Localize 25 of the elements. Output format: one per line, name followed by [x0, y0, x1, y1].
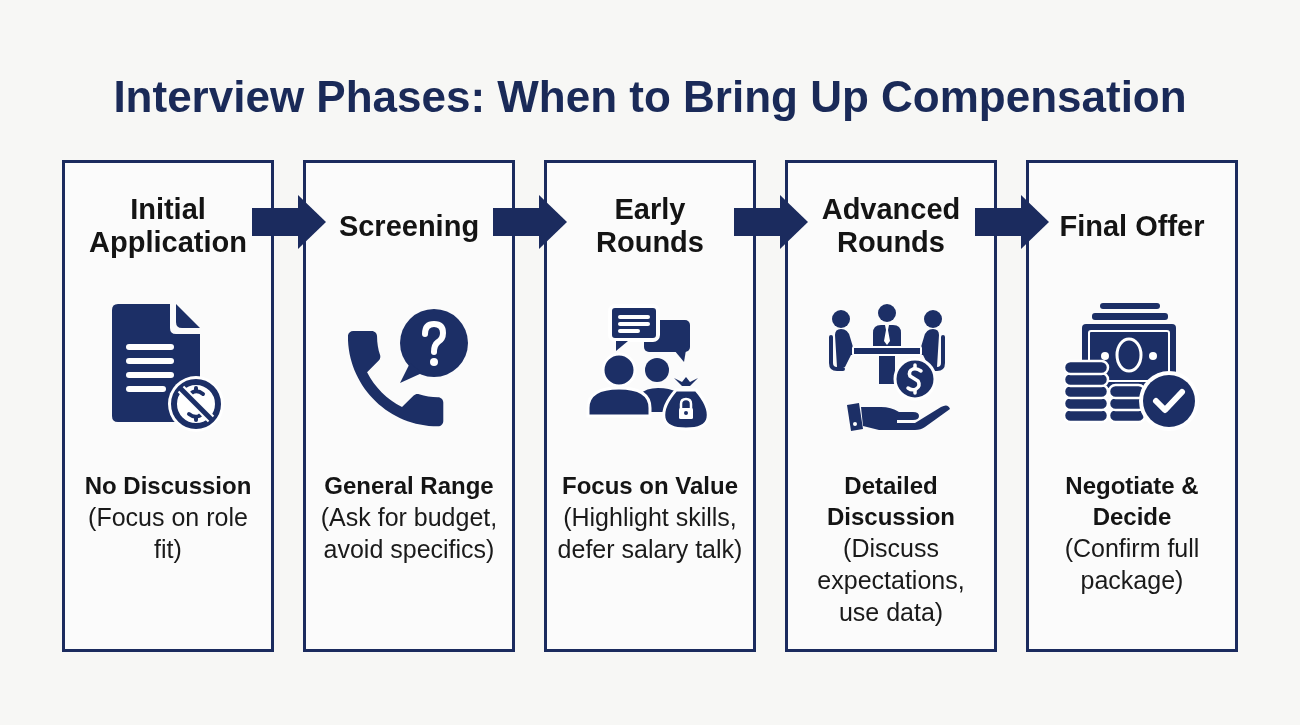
phase-description: (Highlight skills, defer salary talk)	[556, 502, 744, 565]
phase-title: Screening	[338, 209, 480, 243]
phase-title: Final Offer	[1059, 209, 1205, 243]
phase-summary: General Range	[324, 471, 494, 501]
phase-card	[62, 160, 274, 652]
phase-card	[303, 160, 515, 652]
phase-description: (Discuss expectations, use data)	[816, 533, 966, 628]
phase-card	[544, 160, 756, 652]
phase-description: (Focus on role fit)	[87, 502, 249, 565]
arrow	[493, 195, 567, 249]
phase-title: Advanced Rounds	[820, 193, 962, 259]
phase-card	[1026, 160, 1238, 652]
diagram-title: Interview Phases: When to Bring Up Compensation	[112, 71, 1188, 123]
phase-title: Early Rounds	[595, 193, 705, 259]
arrow	[734, 195, 808, 249]
phase-card	[785, 160, 997, 652]
phase-summary: Focus on Value	[561, 471, 738, 501]
phase-summary: Detailed Discussion	[825, 471, 956, 532]
arrow	[975, 195, 1049, 249]
phase-title: Initial Application	[88, 193, 248, 259]
phase-description: (Confirm full package)	[1063, 533, 1201, 596]
phase-summary: No Discussion	[84, 471, 252, 501]
phase-summary: Negotiate & Decide	[1064, 471, 1200, 532]
phase-description: (Ask for budget, avoid specifics)	[319, 502, 499, 565]
arrow	[252, 195, 326, 249]
